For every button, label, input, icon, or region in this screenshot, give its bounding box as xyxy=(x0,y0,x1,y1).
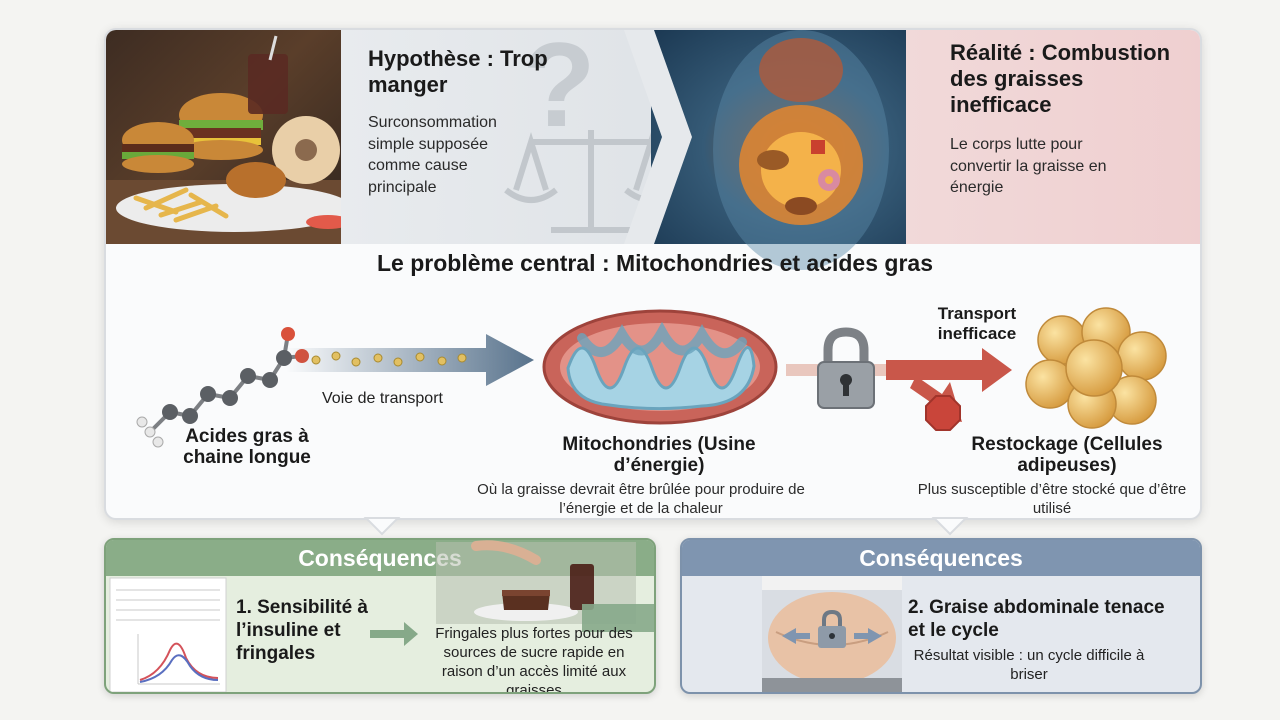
lock-icon xyxy=(818,609,846,648)
transport-label: Voie de transport xyxy=(322,390,443,407)
consequence-text-1: Fringales plus fortes pour des sources d… xyxy=(435,625,633,694)
glucose-chart-image xyxy=(109,577,227,692)
infographic-frame: ? xyxy=(104,28,1202,520)
reality-panel xyxy=(906,30,1200,244)
consequence-title-1: 1. Sensibilité à l’insuline et fringales xyxy=(236,597,368,664)
reality-text: Le corps lutte pour convertir la graisse… xyxy=(950,136,1107,196)
mito-desc: Où la graisse devrait être brûlée pour p… xyxy=(477,481,805,517)
burger xyxy=(179,93,263,160)
big-arrow-icon xyxy=(582,604,654,632)
storage-desc: Plus susceptible d’être stocké que d’êtr… xyxy=(917,481,1187,517)
body-fire-image xyxy=(651,30,941,270)
connector-notches xyxy=(363,517,969,536)
inefficient-label: Transport inefficace xyxy=(937,304,1017,343)
stop-sign-icon xyxy=(925,395,961,431)
question-mark-icon: ? xyxy=(522,28,595,152)
hypothesis-title: Hypothèse : Trop manger xyxy=(368,46,548,97)
fat-cells-icon xyxy=(1025,307,1167,429)
fatty-acids-label: Acides gras à chaine longue xyxy=(183,426,311,468)
belly-image xyxy=(762,576,902,692)
top-band: ? xyxy=(106,30,1200,270)
central-title: Le problème central : Mitochondries et a… xyxy=(377,250,933,276)
inefficient-transport-graphic xyxy=(786,327,1012,431)
consequence-box-2: Conséquences 2. Graise abdominale tenace… xyxy=(680,538,1202,694)
reality-title: Réalité : Combustion des graisses ineffi… xyxy=(950,40,1171,117)
consequence-text-2: Résultat visible : un cycle difficile à … xyxy=(913,647,1145,683)
food-image xyxy=(106,30,361,244)
transport-arrow-icon xyxy=(286,334,534,386)
consequence-heading-2: Conséquences xyxy=(682,540,1200,576)
consequence-title-2: 2. Graise abdominale tenace et le cycle xyxy=(908,597,1165,641)
fatty-acid-molecule-icon xyxy=(136,327,309,448)
mito-label: Mitochondries (Usine d’énergie) xyxy=(562,434,756,476)
consequence-box-1: Conséquences 1. Sensibilité à l’insuline… xyxy=(104,538,656,694)
chevron-divider xyxy=(624,30,692,244)
lock-icon xyxy=(817,327,875,409)
storage-label: Restockage (Cellules adipeuses) xyxy=(971,434,1163,476)
mitochondria-icon xyxy=(542,309,778,425)
small-arrow-icon xyxy=(370,622,418,646)
hypothesis-text: Surconsommation simple supposée comme ca… xyxy=(368,114,497,196)
hypothesis-panel: ? xyxy=(341,30,681,244)
